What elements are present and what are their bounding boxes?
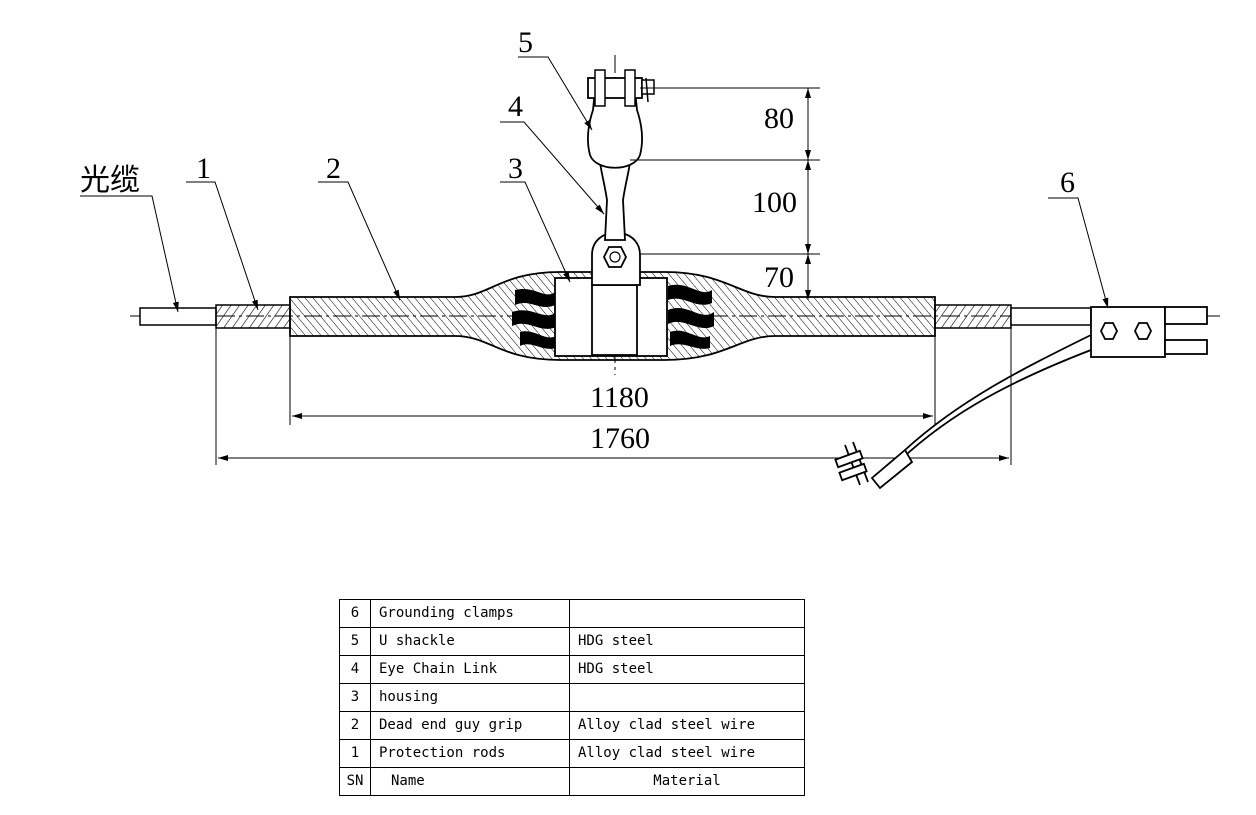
bom-material xyxy=(569,683,805,712)
bom-row: 3 housing xyxy=(339,683,805,712)
bom-sn: 6 xyxy=(339,599,371,628)
vertical-dimensions xyxy=(630,87,820,300)
bom-sn: 2 xyxy=(339,711,371,740)
u-shackle xyxy=(586,89,644,169)
bom-row: 4 Eye Chain Link HDG steel xyxy=(339,655,805,684)
housing-center-plate xyxy=(591,284,638,356)
protection-rods-left xyxy=(215,304,291,329)
bom-material: HDG steel xyxy=(569,627,805,656)
bom-material xyxy=(569,599,805,628)
dim-1180: 1180 xyxy=(590,381,649,414)
bom-sn: 1 xyxy=(339,739,371,768)
bom-header-sn: SN xyxy=(339,767,371,796)
dim-1760: 1760 xyxy=(590,422,650,455)
optical-cable-right xyxy=(1010,307,1092,326)
bom-sn: 4 xyxy=(339,655,371,684)
callout-1: 1 xyxy=(196,152,211,185)
bom-row: 5 U shackle HDG steel xyxy=(339,627,805,656)
bom-header-row: SN Name Material xyxy=(339,767,805,796)
callout-4: 4 xyxy=(508,90,523,123)
bom-row: 6 Grounding clamps xyxy=(339,599,805,628)
dim-80: 80 xyxy=(764,102,794,135)
bom-material: Alloy clad steel wire xyxy=(569,739,805,768)
bom-name: housing xyxy=(370,683,570,712)
dim-100: 100 xyxy=(752,186,797,219)
bom-sn: 3 xyxy=(339,683,371,712)
bom-row: 2 Dead end guy grip Alloy clad steel wir… xyxy=(339,711,805,740)
callout-6: 6 xyxy=(1060,166,1075,199)
bom-name: Grounding clamps xyxy=(370,599,570,628)
dim-70: 70 xyxy=(764,261,794,294)
bom-name: Dead end guy grip xyxy=(370,711,570,740)
bom-name: U shackle xyxy=(370,627,570,656)
callout-3: 3 xyxy=(508,152,523,185)
bom-material: Alloy clad steel wire xyxy=(569,711,805,740)
bom-name: Eye Chain Link xyxy=(370,655,570,684)
callout-5: 5 xyxy=(518,26,533,59)
bom-header-material: Material xyxy=(569,767,805,796)
callout-optical-cable: 光缆 xyxy=(80,164,140,197)
bom-header-name: Name xyxy=(370,767,570,796)
suspension-clamp-drawing: 80 100 70 1180 1760 光缆 1 2 3 4 xyxy=(80,26,1220,490)
twisted-strands xyxy=(512,284,714,349)
bom-material: HDG steel xyxy=(569,655,805,684)
bom-name: Protection rods xyxy=(370,739,570,768)
bom-sn: 5 xyxy=(339,627,371,656)
protection-rods-right xyxy=(934,304,1012,329)
bom-row: 1 Protection rods Alloy clad steel wire xyxy=(339,739,805,768)
callout-2: 2 xyxy=(326,152,341,185)
callout-leaders xyxy=(80,56,1109,313)
horizontal-dimensions xyxy=(215,328,1012,465)
bill-of-materials: 6 Grounding clamps 5 U shackle HDG steel… xyxy=(339,599,805,796)
grounding-clamp xyxy=(834,306,1208,490)
